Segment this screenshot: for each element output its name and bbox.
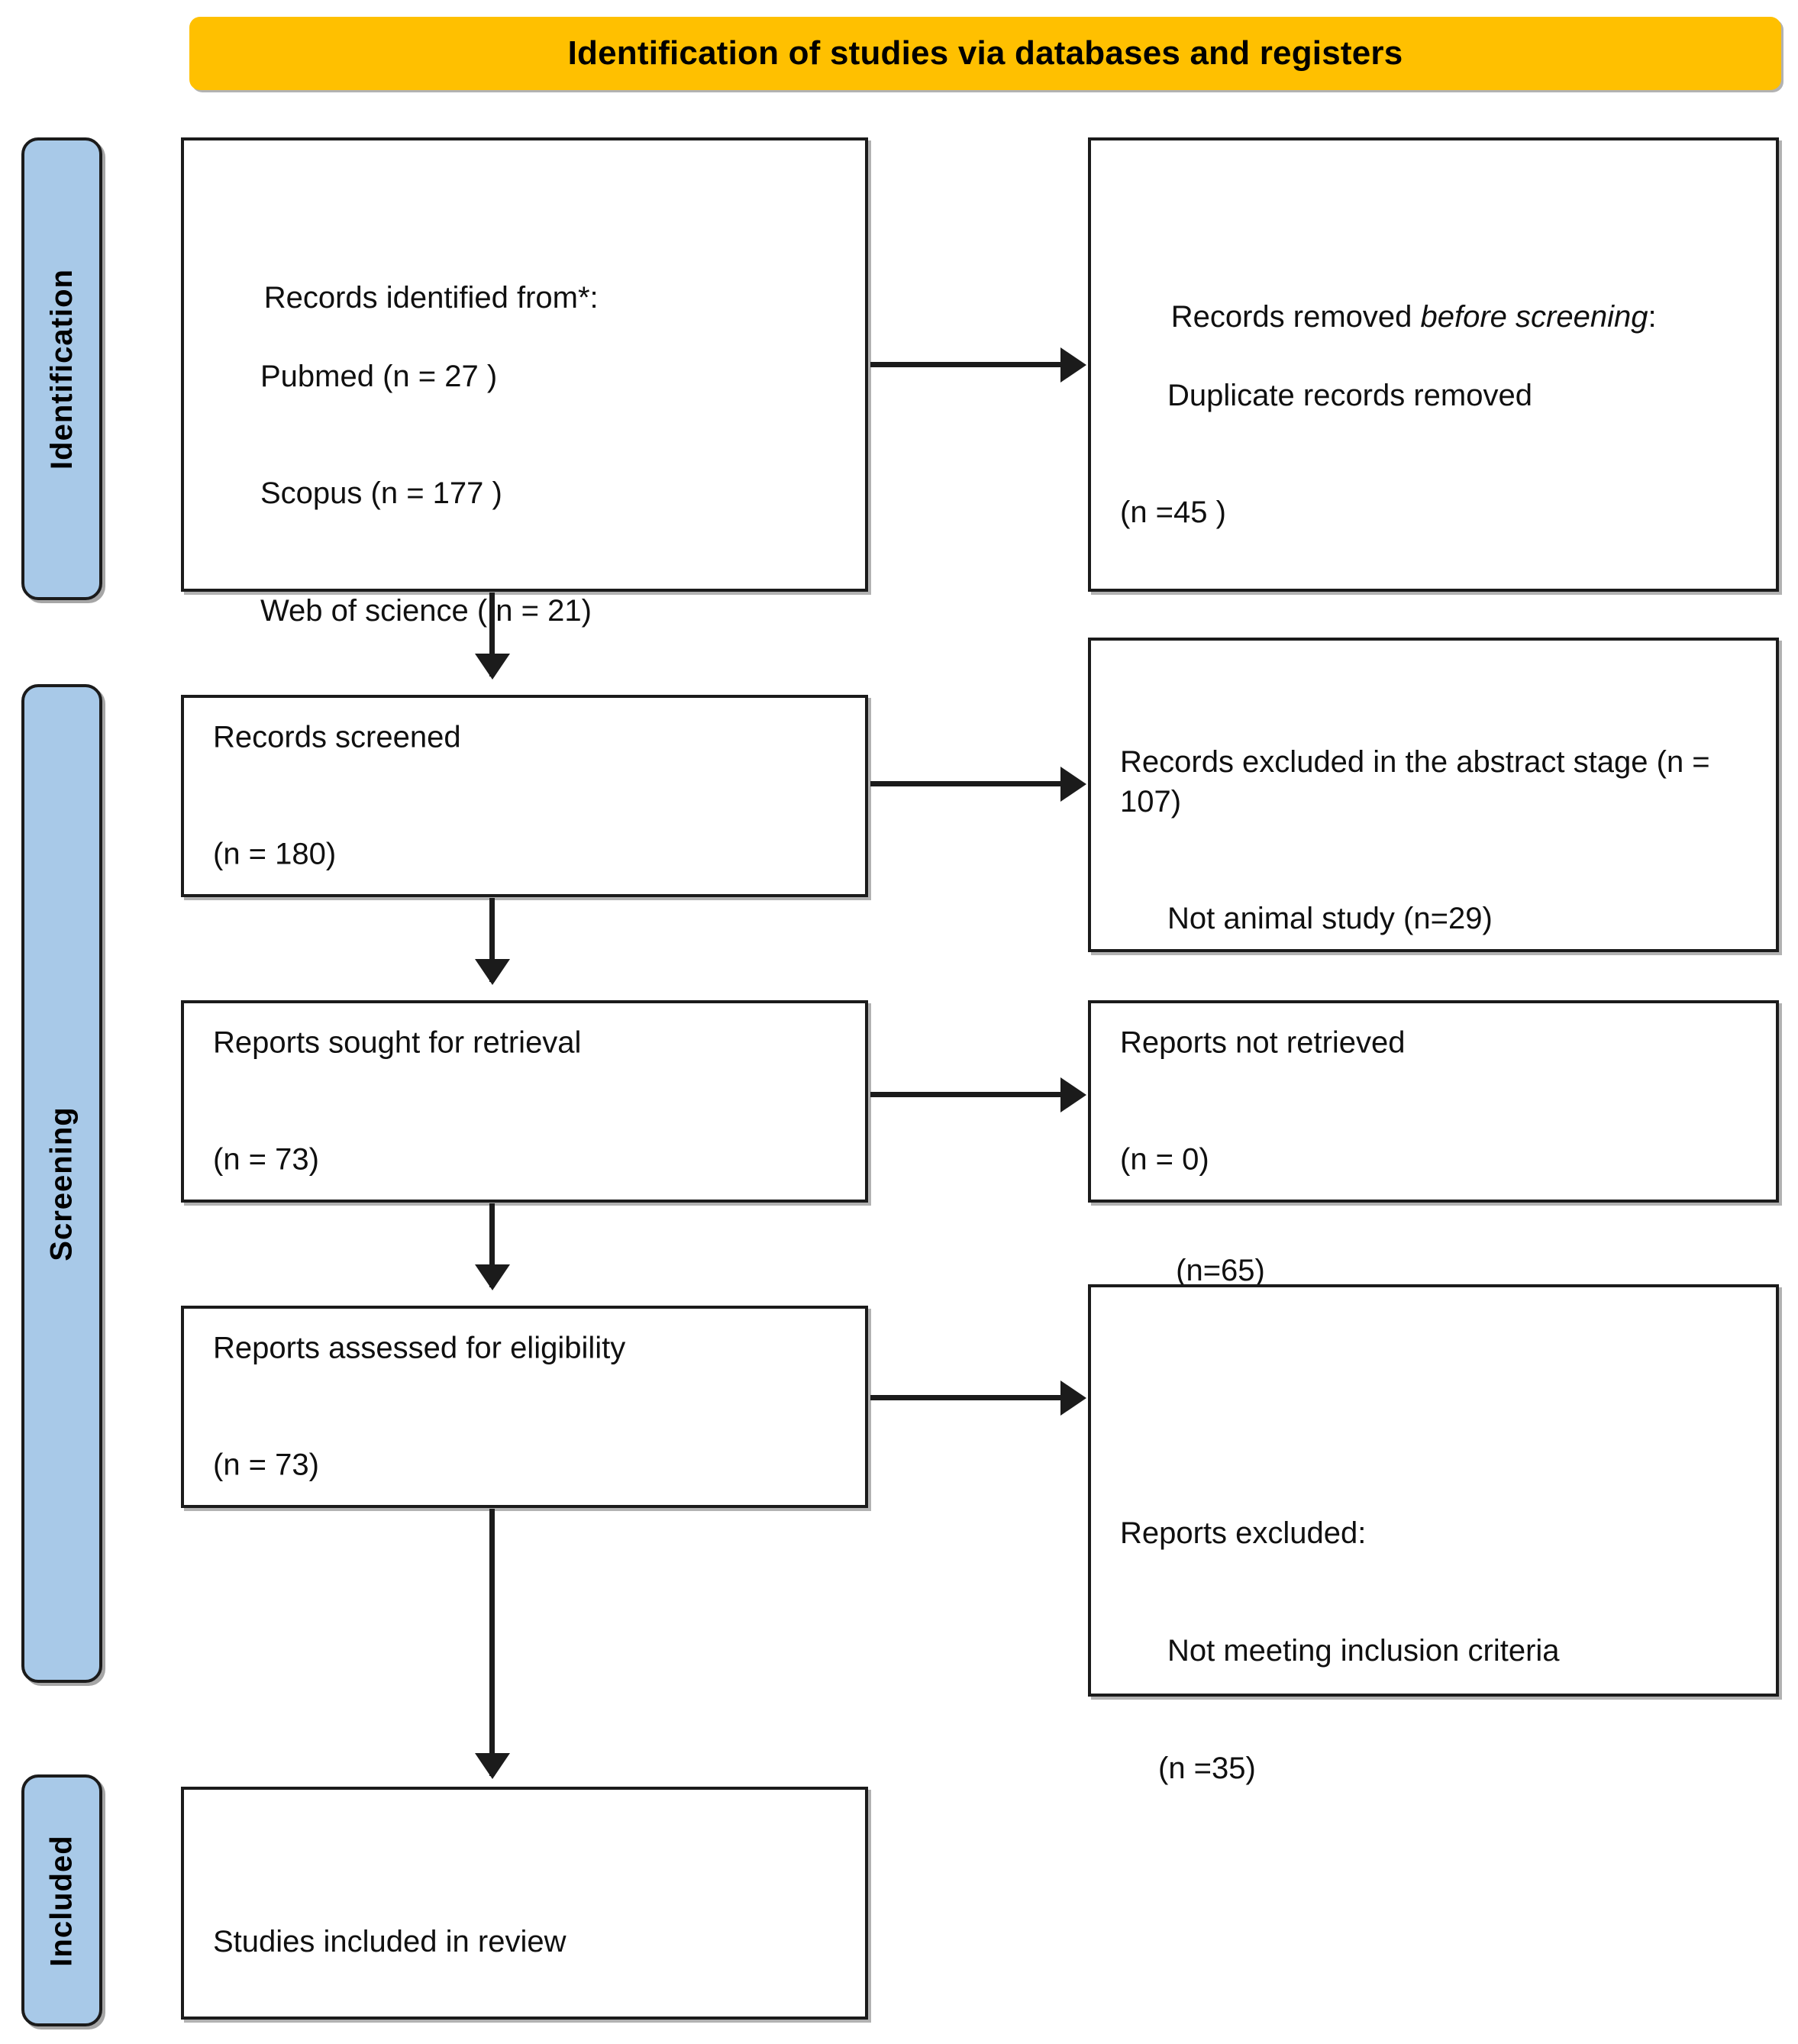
stage-label-identification-text: Identification (44, 268, 79, 470)
stage-label-included-text: Included (44, 1834, 79, 1967)
connector-screened-to-excluded (870, 781, 1063, 786)
box-records-removed-line-1: (n =45 ) (1120, 496, 1226, 530)
page-title: Identification of studies via databases … (567, 34, 1403, 72)
arrowhead-sought-to-assessed (475, 1264, 510, 1290)
box-studies-included-title: Studies included in review (213, 1925, 567, 1959)
arrowhead-sought-to-not-retrieved (1060, 1077, 1086, 1112)
box-reports-sought-title: Reports sought for retrieval (213, 1025, 582, 1060)
arrowhead-screened-to-excluded (1060, 767, 1086, 802)
arrowhead-assessed-to-included (475, 1753, 510, 1779)
arrowhead-screened-to-sought (475, 959, 510, 985)
stage-label-identification: Identification (21, 137, 102, 600)
arrowhead-identified-to-screened (475, 654, 510, 680)
box-records-removed: Records removed before screening: Duplic… (1088, 137, 1779, 592)
box-records-removed-title-plain: Records removed (1170, 300, 1421, 334)
box-reports-excluded-title: Reports excluded: (1120, 1516, 1367, 1551)
box-records-identified: Records identified from*: Pubmed (n = 27… (181, 137, 868, 628)
box-records-removed-title-italic: before screening (1420, 300, 1648, 334)
box-records-excluded-abstract-title: Records excluded in the abstract stage (… (1120, 745, 1719, 819)
box-reports-assessed-title: Reports assessed for eligibility (213, 1331, 626, 1365)
arrowhead-assessed-to-excluded (1060, 1380, 1086, 1416)
stage-label-screening: Screening (21, 684, 102, 1683)
box-reports-sought-count: (n = 73) (213, 1142, 319, 1177)
diagram-header-banner: Identification of studies via databases … (189, 17, 1781, 90)
box-records-excluded-abstract: Records excluded in the abstract stage (… (1088, 638, 1779, 1287)
box-reports-assessed: Reports assessed for eligibility (n = 73… (181, 1306, 868, 1508)
box-records-screened-title: Records screened (213, 720, 461, 754)
box-reports-excluded-line-1: (n =35) (1158, 1751, 1256, 1785)
box-reports-excluded: Reports excluded: Not meeting inclusion … (1088, 1284, 1779, 1785)
arrowhead-identified-to-removed (1060, 347, 1086, 383)
box-reports-not-retrieved-title: Reports not retrieved (1120, 1025, 1406, 1060)
box-studies-included: Studies included in review (n = 38) (181, 1787, 868, 2044)
stage-label-included: Included (21, 1774, 102, 2026)
box-records-removed-title-tail: : (1648, 300, 1657, 334)
box-reports-not-retrieved-count: (n = 0) (1120, 1142, 1209, 1177)
box-reports-sought: Reports sought for retrieval (n = 73) (181, 1000, 868, 1203)
box-reports-assessed-count: (n = 73) (213, 1448, 319, 1482)
box-studies-included-count: (n = 38) (213, 2040, 845, 2044)
box-records-excluded-abstract-line-3: (n=65) (1167, 1253, 1265, 1287)
box-records-removed-line-0: Duplicate records removed (1167, 378, 1532, 412)
box-reports-not-retrieved: Reports not retrieved (n = 0) (1088, 1000, 1779, 1203)
connector-sought-to-assessed (489, 1203, 495, 1287)
connector-identified-to-removed (870, 362, 1063, 367)
box-records-identified-line-1: Scopus (n = 177 ) (260, 476, 502, 511)
connector-assessed-to-included (489, 1509, 495, 1776)
box-records-screened: Records screened (n = 180) (181, 695, 868, 897)
connector-screened-to-sought (489, 898, 495, 982)
box-reports-excluded-line-0: Not meeting inclusion criteria (1167, 1633, 1560, 1668)
box-records-identified-line-2: Web of science ( n = 21) (260, 593, 592, 628)
box-records-identified-title: Records identified from*: (263, 281, 599, 315)
box-records-identified-line-0: Pubmed (n = 27 ) (260, 359, 498, 393)
box-records-excluded-abstract-line-0: Not animal study (n=29) (1167, 902, 1493, 936)
connector-sought-to-not-retrieved (870, 1092, 1063, 1097)
box-records-screened-count: (n = 180) (213, 837, 337, 871)
connector-assessed-to-excluded (870, 1395, 1063, 1400)
stage-label-screening-text: Screening (44, 1106, 79, 1261)
connector-identified-to-screened (489, 593, 495, 676)
